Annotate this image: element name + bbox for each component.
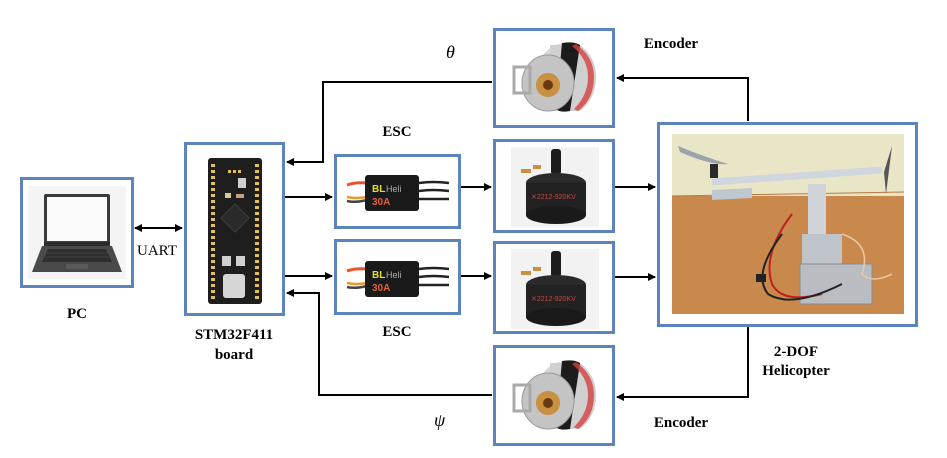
theta-symbol: θ — [446, 42, 455, 62]
svg-text:30A: 30A — [372, 197, 390, 208]
encoder-top-box — [493, 28, 615, 128]
helicopter-label-line2: Helicopter — [762, 363, 830, 379]
esc-module-icon: BL Heli 30A — [346, 175, 450, 211]
laptop-icon — [28, 186, 126, 279]
microcontroller-board-icon — [208, 158, 262, 304]
motor-top-box: ✕2212-920KV — [493, 139, 615, 233]
svg-text:Heli: Heli — [386, 184, 402, 194]
brushless-motor-icon: ✕2212-920KV — [511, 147, 599, 227]
encoder-top-label: Encoder — [643, 36, 699, 52]
esc-bottom-box: BL Heli 30A — [334, 239, 461, 315]
helicopter-label-line1: 2-DOF — [773, 344, 819, 360]
svg-text:✕2212-920KV: ✕2212-920KV — [531, 296, 576, 303]
pc-box — [20, 177, 134, 288]
esc-bottom-label: ESC — [382, 324, 412, 340]
board-label-line1: STM32F411 — [194, 327, 274, 343]
svg-text:30A: 30A — [372, 283, 390, 294]
rotary-encoder-icon — [512, 360, 596, 430]
encoder-bottom-to-board — [286, 289, 492, 396]
helicopter-to-encoder-top — [616, 74, 749, 121]
psi-symbol: ψ — [434, 410, 446, 430]
encoder-bottom-box — [493, 345, 615, 446]
encoder-top-to-board — [286, 81, 492, 166]
esc-top-label: ESC — [382, 124, 412, 140]
stm32-board-box — [184, 142, 285, 316]
uart-label: UART — [137, 243, 177, 259]
svg-text:✕2212-920KV: ✕2212-920KV — [531, 194, 576, 201]
esc-module-icon: BL Heli 30A — [346, 261, 450, 297]
helicopter-box — [657, 122, 918, 327]
svg-text:BL: BL — [372, 184, 385, 195]
svg-text:Heli: Heli — [386, 270, 402, 280]
pc-label: PC — [67, 306, 87, 322]
svg-text:BL: BL — [372, 270, 385, 281]
encoder-bottom-label: Encoder — [653, 415, 709, 431]
brushless-motor-icon: ✕2212-920KV — [511, 249, 599, 329]
rotary-encoder-icon — [512, 42, 596, 112]
motor-bottom-box: ✕2212-920KV — [493, 241, 615, 334]
helicopter-rig-photo — [672, 134, 904, 314]
helicopter-to-encoder-bottom — [616, 327, 749, 401]
board-label-line2: board — [214, 347, 254, 363]
esc-top-box: BL Heli 30A — [334, 154, 461, 229]
